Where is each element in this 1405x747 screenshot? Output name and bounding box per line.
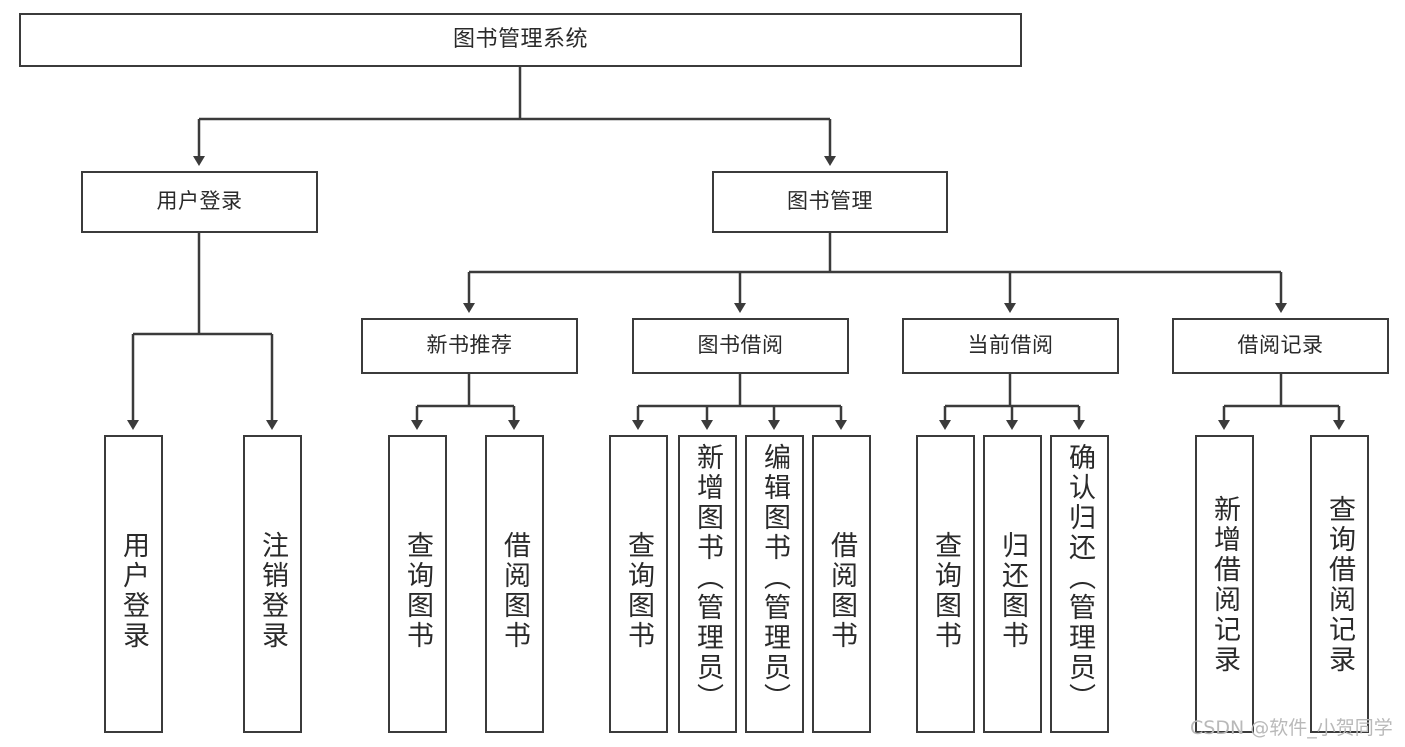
node-book-management[interactable]: 图书管理 [712, 171, 948, 233]
leaf-add-borrow-record-label: 新增借阅记录 [1209, 495, 1240, 675]
leaf-return-book[interactable]: 归还图书 [983, 435, 1042, 733]
leaf-borrow-book-label: 借阅图书 [826, 531, 857, 651]
leaf-confirm-return-admin-label: 确认归还（管理员） [1064, 443, 1095, 713]
leaf-query-borrow-record-label: 查询借阅记录 [1324, 495, 1355, 675]
leaf-logout-label: 注销登录 [257, 531, 288, 651]
leaf-confirm-return-admin[interactable]: 确认归还（管理员） [1050, 435, 1109, 733]
node-book-management-label: 图书管理 [787, 189, 873, 214]
node-new-book-recommend-label: 新书推荐 [426, 333, 513, 358]
leaf-borrow-query-book-label: 查询图书 [623, 531, 654, 651]
node-current-borrow-label: 当前借阅 [967, 333, 1054, 358]
node-current-borrow[interactable]: 当前借阅 [902, 318, 1119, 374]
node-new-book-recommend[interactable]: 新书推荐 [361, 318, 578, 374]
leaf-user-login-label: 用户登录 [118, 531, 149, 651]
csdn-watermark: CSDN @软件_小贺同学 [1190, 717, 1393, 739]
leaf-return-book-label: 归还图书 [997, 531, 1028, 651]
leaf-current-query-book-label: 查询图书 [930, 531, 961, 651]
node-root-label: 图书管理系统 [452, 26, 588, 52]
leaf-user-login[interactable]: 用户登录 [104, 435, 163, 733]
node-root[interactable]: 图书管理系统 [19, 13, 1022, 67]
leaf-new-book-borrow[interactable]: 借阅图书 [485, 435, 544, 733]
node-book-borrow-label: 图书借阅 [697, 333, 784, 358]
node-book-borrow[interactable]: 图书借阅 [632, 318, 849, 374]
leaf-new-book-query[interactable]: 查询图书 [388, 435, 447, 733]
leaf-add-borrow-record[interactable]: 新增借阅记录 [1195, 435, 1254, 733]
node-user-login-label: 用户登录 [156, 189, 243, 214]
node-user-login[interactable]: 用户登录 [81, 171, 318, 233]
leaf-edit-book-admin-label: 编辑图书（管理员） [759, 443, 790, 713]
leaf-logout[interactable]: 注销登录 [243, 435, 302, 733]
leaf-edit-book-admin[interactable]: 编辑图书（管理员） [745, 435, 804, 733]
leaf-current-query-book[interactable]: 查询图书 [916, 435, 975, 733]
node-borrow-record[interactable]: 借阅记录 [1172, 318, 1389, 374]
node-borrow-record-label: 借阅记录 [1237, 333, 1324, 358]
leaf-add-book-admin-label: 新增图书（管理员） [692, 443, 723, 713]
leaf-new-book-query-label: 查询图书 [402, 531, 433, 651]
leaf-add-book-admin[interactable]: 新增图书（管理员） [678, 435, 737, 733]
leaf-query-borrow-record[interactable]: 查询借阅记录 [1310, 435, 1369, 733]
leaf-borrow-query-book[interactable]: 查询图书 [609, 435, 668, 733]
leaf-borrow-book[interactable]: 借阅图书 [812, 435, 871, 733]
leaf-new-book-borrow-label: 借阅图书 [499, 531, 530, 651]
